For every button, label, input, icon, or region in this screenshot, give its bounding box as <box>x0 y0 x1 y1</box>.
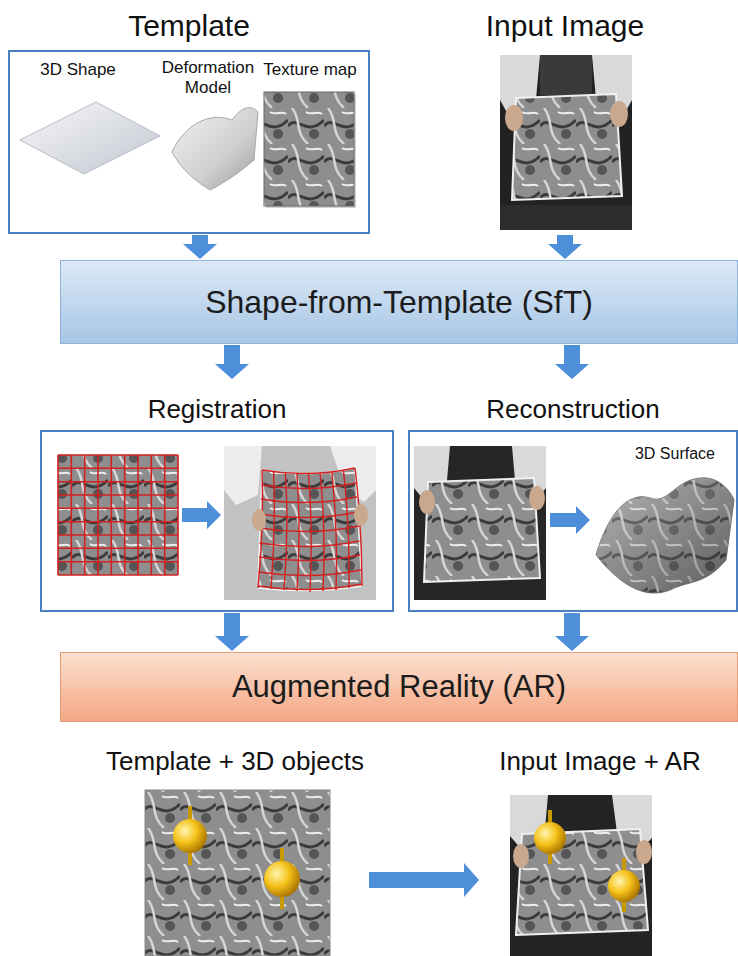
augmented-photo <box>636 840 652 864</box>
surface-3d <box>596 478 734 593</box>
registered-photo <box>224 446 376 600</box>
reconstruction-photo <box>414 446 546 600</box>
template-with-objects <box>264 861 300 897</box>
result-panel: Input Image + AR <box>480 740 720 956</box>
flow-arrow <box>548 235 582 259</box>
input-photo <box>500 55 632 230</box>
process-band: Augmented Reality (AR) <box>60 652 738 722</box>
augmented-photo <box>548 854 552 864</box>
augmented-photo <box>534 822 566 854</box>
template-with-objects <box>280 897 284 909</box>
input-image-panel: Input Image <box>470 6 660 234</box>
augmented-photo <box>510 795 652 956</box>
registration-arrow <box>182 501 221 529</box>
flow-arrow <box>215 613 249 651</box>
registered-photo <box>258 468 362 592</box>
input-photo <box>540 55 592 95</box>
part-label: Deformation Model <box>158 58 258 99</box>
augmented-photo <box>622 902 626 912</box>
result-panel: Template + 3D objects <box>102 740 368 956</box>
flow-arrow <box>555 613 589 651</box>
template-panel: Template <box>8 6 370 234</box>
reconstruction-arrow <box>550 506 590 534</box>
surface-3d <box>596 478 734 593</box>
texture-map-image <box>264 92 356 208</box>
input-photo <box>500 205 632 230</box>
flat-plate-3d-shape <box>20 102 160 174</box>
template-with-objects <box>145 790 330 956</box>
texture-map-image <box>264 92 354 206</box>
template-with-objects <box>280 848 284 862</box>
registration-panel: Registration <box>40 380 394 612</box>
flow-arrow <box>555 345 589 379</box>
band-title: Augmented Reality (AR) <box>232 669 566 705</box>
registration-arrow <box>182 501 221 529</box>
registered-photo <box>224 446 262 505</box>
panel-heading: Template + 3D objects <box>102 740 368 777</box>
template-grid <box>58 455 178 575</box>
template-with-objects <box>145 790 330 956</box>
flow-arrow <box>183 235 217 259</box>
reconstruction-arrow <box>550 506 590 534</box>
augmented-photo <box>622 858 626 870</box>
surface-3d <box>596 478 734 593</box>
template-grid <box>58 455 178 575</box>
registered-photo <box>252 509 266 531</box>
input-photo <box>500 55 632 230</box>
input-photo <box>512 94 622 200</box>
panel-heading: Template <box>8 6 370 44</box>
deformation-sheet <box>172 108 258 190</box>
part-label: 3D Shape <box>28 60 128 80</box>
panel-heading: Input Image <box>470 6 660 44</box>
part-label: 3D Surface <box>620 444 730 463</box>
augmented-photo <box>510 795 652 956</box>
panel-heading: Reconstruction <box>408 380 738 425</box>
part-label: Texture map <box>260 60 360 80</box>
template-with-objects <box>188 853 192 865</box>
flat-plate-3d-shape <box>20 102 160 174</box>
reconstruction-photo <box>414 446 546 600</box>
flow-arrow <box>215 345 249 379</box>
template-grid <box>58 455 178 575</box>
process-band: Shape-from-Template (SfT) <box>60 260 738 344</box>
reconstruction-photo <box>419 490 435 514</box>
template-with-objects <box>173 819 207 853</box>
panel-heading: Registration <box>40 380 394 425</box>
reconstruction-photo <box>529 486 545 510</box>
deformation-sheet <box>172 108 258 190</box>
panel-heading: Input Image + AR <box>480 740 720 777</box>
reconstruction-photo <box>424 478 540 582</box>
reconstruction-panel: Reconstruction <box>408 380 738 612</box>
input-photo <box>610 101 628 127</box>
band-title: Shape-from-Template (SfT) <box>205 284 593 321</box>
augmented-photo <box>608 870 640 902</box>
augmented-photo <box>513 844 529 868</box>
template-with-objects <box>188 806 192 820</box>
panel-border <box>40 430 394 612</box>
flow-arrow <box>369 863 479 897</box>
registered-photo <box>354 504 368 526</box>
input-photo <box>505 105 523 131</box>
augmented-photo <box>548 810 552 822</box>
registered-photo <box>224 446 376 600</box>
